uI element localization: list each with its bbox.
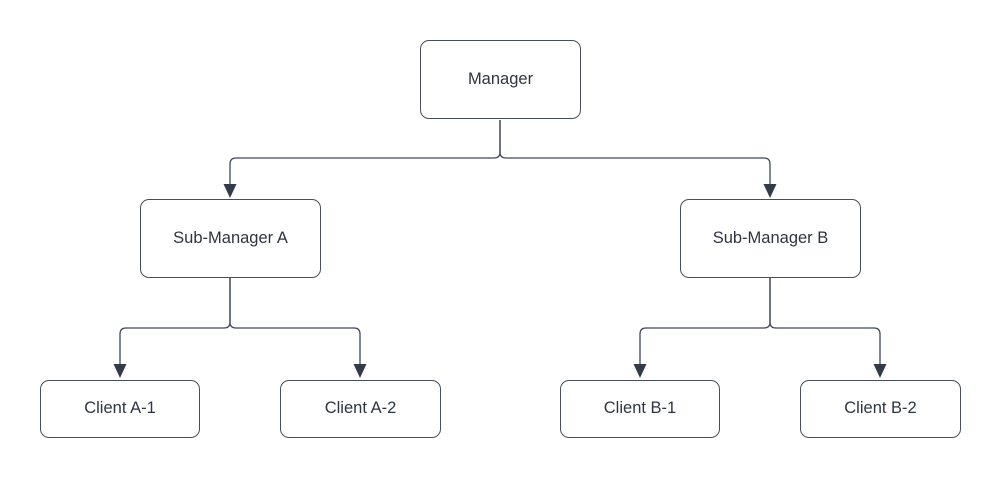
node-client-a2-label: Client A-2 <box>324 399 397 418</box>
node-client-b1-label: Client B-1 <box>603 399 677 418</box>
node-client-b1[interactable]: Client B-1 <box>560 380 720 438</box>
arrowhead-icon <box>873 364 887 378</box>
node-sub-manager-b-label: Sub-Manager B <box>712 228 829 247</box>
node-manager[interactable]: Manager <box>420 40 581 119</box>
edge-sub-manager-a-to-client-a1 <box>113 278 231 378</box>
node-sub-manager-a-label: Sub-Manager A <box>173 228 288 247</box>
arrowhead-icon <box>353 364 367 378</box>
arrowhead-icon <box>113 364 127 378</box>
arrowhead-icon <box>223 184 237 198</box>
arrowhead-icon <box>633 364 647 378</box>
node-client-a1[interactable]: Client A-1 <box>40 380 200 438</box>
node-client-a2[interactable]: Client A-2 <box>280 380 441 438</box>
node-manager-label: Manager <box>467 69 534 88</box>
arrowhead-icon <box>763 184 777 198</box>
edge-sub-manager-b-to-client-b2 <box>769 278 887 378</box>
node-client-a1-label: Client A-1 <box>84 399 156 418</box>
node-sub-manager-a[interactable]: Sub-Manager A <box>140 199 321 278</box>
edge-sub-manager-a-to-client-a2 <box>229 278 367 378</box>
edge-manager-to-sub-manager-b <box>499 120 777 198</box>
node-client-b2-label: Client B-2 <box>844 399 917 418</box>
node-sub-manager-b[interactable]: Sub-Manager B <box>680 199 861 278</box>
node-client-b2[interactable]: Client B-2 <box>800 380 961 438</box>
edge-sub-manager-b-to-client-b1 <box>633 278 771 378</box>
edge-manager-to-sub-manager-a <box>223 120 501 198</box>
